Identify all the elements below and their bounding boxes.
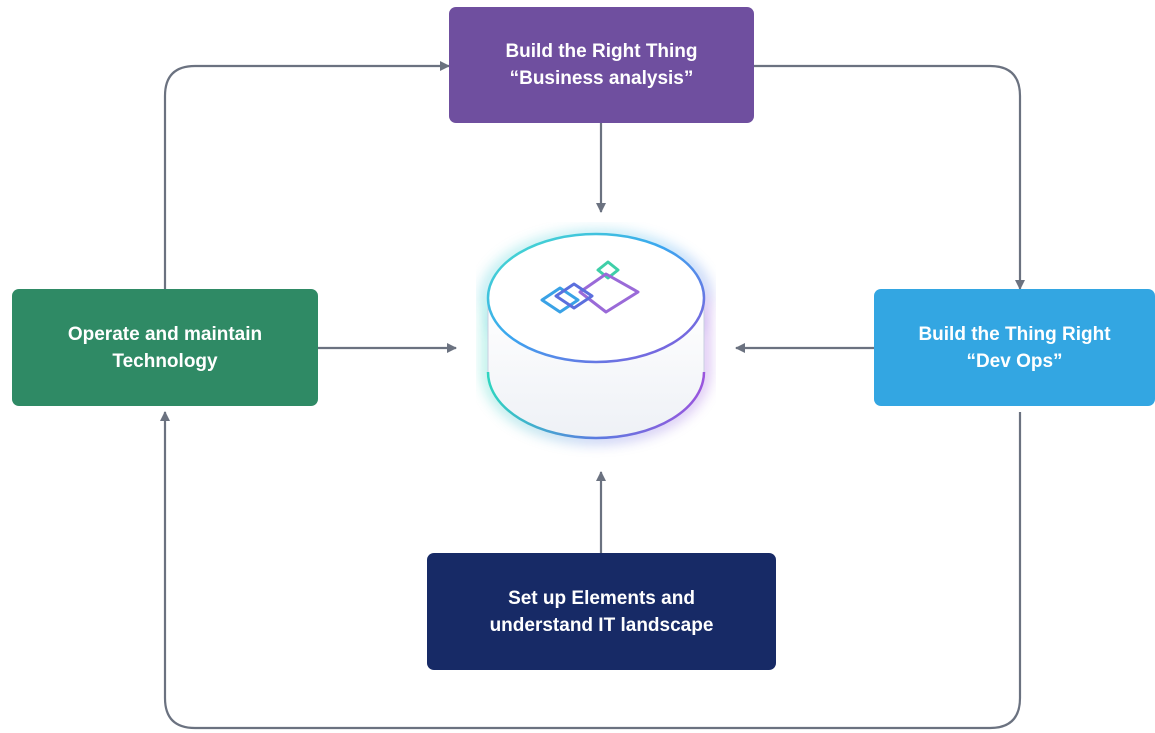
build-thing-right-box: Build the Thing Right “Dev Ops” [874, 289, 1155, 406]
arrow-top-to-right [754, 64, 1025, 290]
build-right-thing-subtitle: “Business analysis” [509, 68, 694, 89]
operate-maintain-title: Operate and maintain [67, 323, 263, 345]
build-thing-right-title: Build the Thing Right [918, 323, 1111, 345]
setup-elements-title: Set up Elements and [508, 587, 695, 609]
stacked-diamonds-logo-icon [540, 260, 640, 314]
arrow-right-to-left [160, 411, 1022, 730]
setup-elements-box: Set up Elements and understand IT landsc… [427, 553, 776, 670]
setup-elements-subtitle: understand IT landscape [489, 614, 714, 636]
build-right-thing-box: Build the Right Thing “Business analysis… [449, 7, 754, 123]
arrow-left-to-top [163, 61, 450, 289]
operate-maintain-subtitle: Technology [112, 350, 218, 372]
operate-maintain-box: Operate and maintain Technology [12, 289, 318, 406]
central-platform-cylinder [476, 222, 716, 458]
build-right-thing-title: Build the Right Thing [505, 41, 698, 62]
build-thing-right-subtitle: “Dev Ops” [966, 350, 1063, 372]
